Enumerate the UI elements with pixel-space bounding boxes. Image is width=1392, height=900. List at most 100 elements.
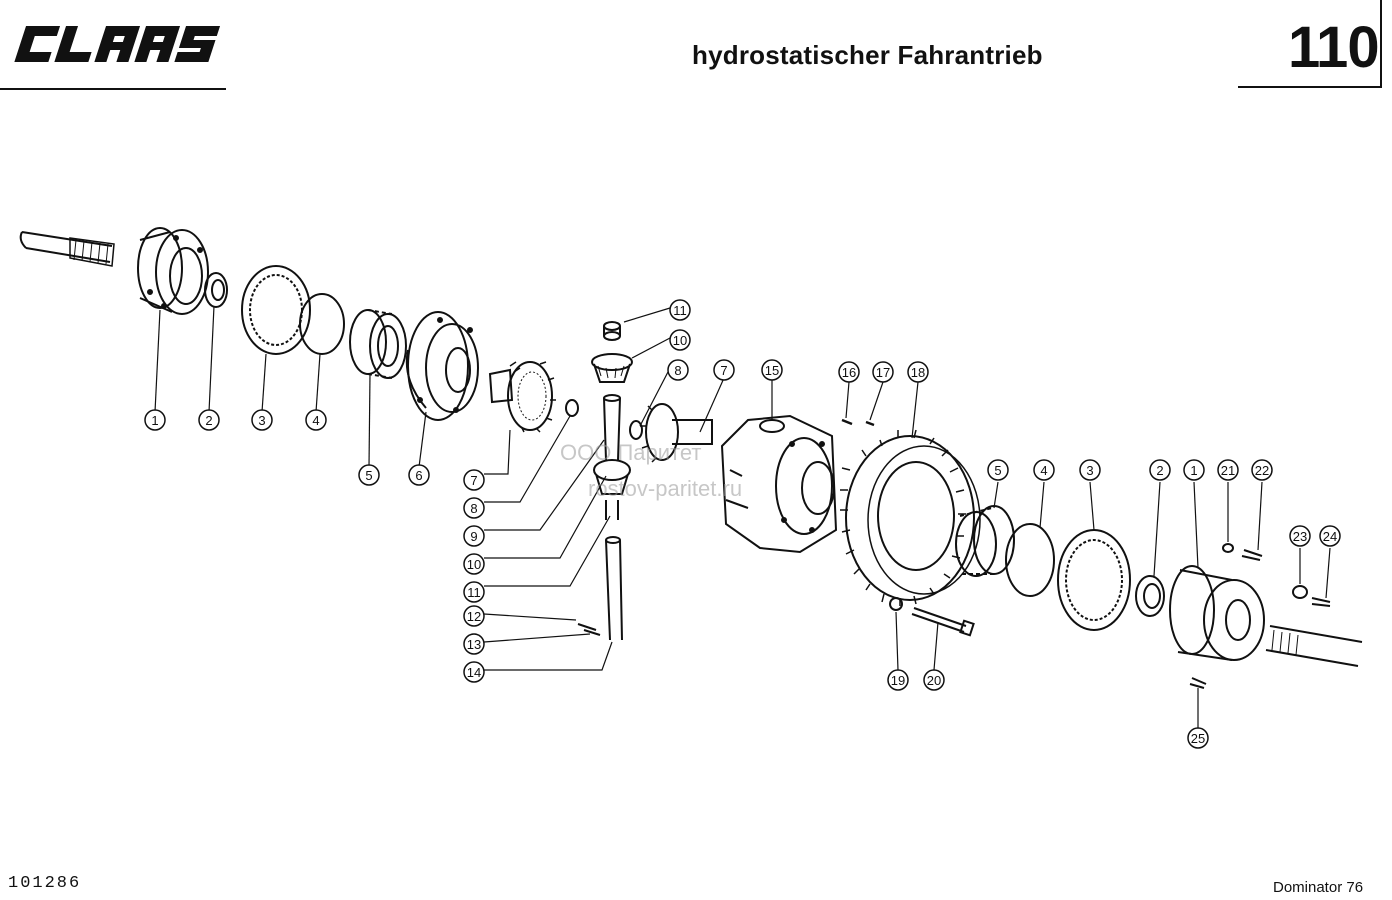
part-9-cross-pin [603,394,621,461]
callout-label: 21 [1221,463,1235,478]
callout-4-left [305,409,327,431]
part-3-gasket-right [1057,529,1131,631]
callout-15 [761,359,783,381]
callout-label: 4 [312,413,319,428]
callout-4-right [1033,459,1055,481]
callout-25 [1187,727,1209,749]
callout-label: 14 [467,665,481,680]
callout-20 [923,669,945,691]
callout-label: 4 [1040,463,1047,478]
part-15-differential-housing [720,414,838,554]
claas-logo [14,26,221,62]
part-11-bushing-top [603,321,621,341]
callout-19 [887,669,909,691]
callout-label: 17 [876,365,890,380]
part-7-bevel-gear-left [488,361,556,433]
part-10-pinion-bottom [593,459,631,495]
frame-line-vertical [1380,0,1382,88]
callout-11-top [669,299,691,321]
callout-10-top [669,329,691,351]
callout-label: 7 [720,363,727,378]
callout-24 [1319,525,1341,547]
header-rule [0,88,226,90]
part-4-oring-right [1005,523,1055,597]
part-1-flange-left [137,227,209,315]
part-11-bushing-bottom [605,500,619,520]
frame-line-horizontal [1238,86,1382,88]
drawing-number: 101286 [8,874,82,893]
part-24-bolt [1311,597,1331,607]
callout-12 [463,605,485,627]
callout-7-left [463,469,485,491]
callout-label: 3 [258,413,265,428]
callout-22 [1251,459,1273,481]
callout-label: 8 [674,363,681,378]
right-axle-shaft [1265,625,1363,667]
callout-label: 7 [470,473,477,488]
callout-label: 9 [470,529,477,544]
callout-3-left [251,409,273,431]
part-1-flange-right [1169,565,1265,661]
callout-8-top [667,359,689,381]
callout-label: 6 [415,468,422,483]
watermark-url: rostov-paritet.ru [588,476,743,501]
callout-3-right [1079,459,1101,481]
part-21-washer [1222,543,1234,553]
callout-label: 25 [1191,731,1205,746]
part-25-bolt [1189,677,1207,689]
callout-label: 12 [467,609,481,624]
part-16-17-pins [841,418,875,427]
machine-model: Dominator 76 [1273,879,1364,896]
part-12-13-pins [577,623,601,636]
left-axle-shaft [19,231,115,267]
callout-label: 1 [1190,463,1197,478]
callout-1-right [1183,459,1205,481]
part-3-gasket-left [241,265,311,355]
callout-6 [408,464,430,486]
callout-13 [463,633,485,655]
callout-16 [838,361,860,383]
part-14-long-pin [605,536,623,641]
part-8-ring-right [629,420,643,440]
callout-label: 11 [467,585,481,600]
callout-label: 2 [1156,463,1163,478]
callout-7-top [713,359,735,381]
callout-label: 10 [673,333,687,348]
part-4-oring-left [299,293,345,355]
callout-label: 10 [467,557,481,572]
watermark-company: ООО Паритет [560,440,702,465]
callout-label: 8 [470,501,477,516]
part-5-bearing-left [349,309,407,379]
part-10-pinion-top [591,353,633,383]
callout-2-right [1149,459,1171,481]
callout-label: 13 [467,637,481,652]
callout-label: 22 [1255,463,1269,478]
callout-label: 15 [765,363,779,378]
part-19-20-bolt-nut [889,597,975,637]
callout-21 [1217,459,1239,481]
part-7-bevel-gear-right [640,403,713,463]
part-2-seal-right [1135,575,1165,617]
callout-label: 5 [365,468,372,483]
callout-label: 20 [927,673,941,688]
part-22-bolt [1241,549,1263,561]
callout-label: 16 [842,365,856,380]
callout-label: 19 [891,673,905,688]
part-23-nut [1292,585,1308,599]
page-number: 110 [1288,15,1380,80]
part-18-ring-gear [840,429,981,606]
callout-label: 24 [1323,529,1337,544]
callout-11-left [463,581,485,603]
callout-14 [463,661,485,683]
callout-5-right [987,459,1009,481]
callout-9 [463,525,485,547]
callout-8-left [463,497,485,519]
callout-18 [907,361,929,383]
callout-label: 23 [1293,529,1307,544]
callout-2-left [198,409,220,431]
callout-23 [1289,525,1311,547]
callout-label: 5 [994,463,1001,478]
part-6-bearing-housing [405,311,479,421]
callout-label: 18 [911,365,925,380]
